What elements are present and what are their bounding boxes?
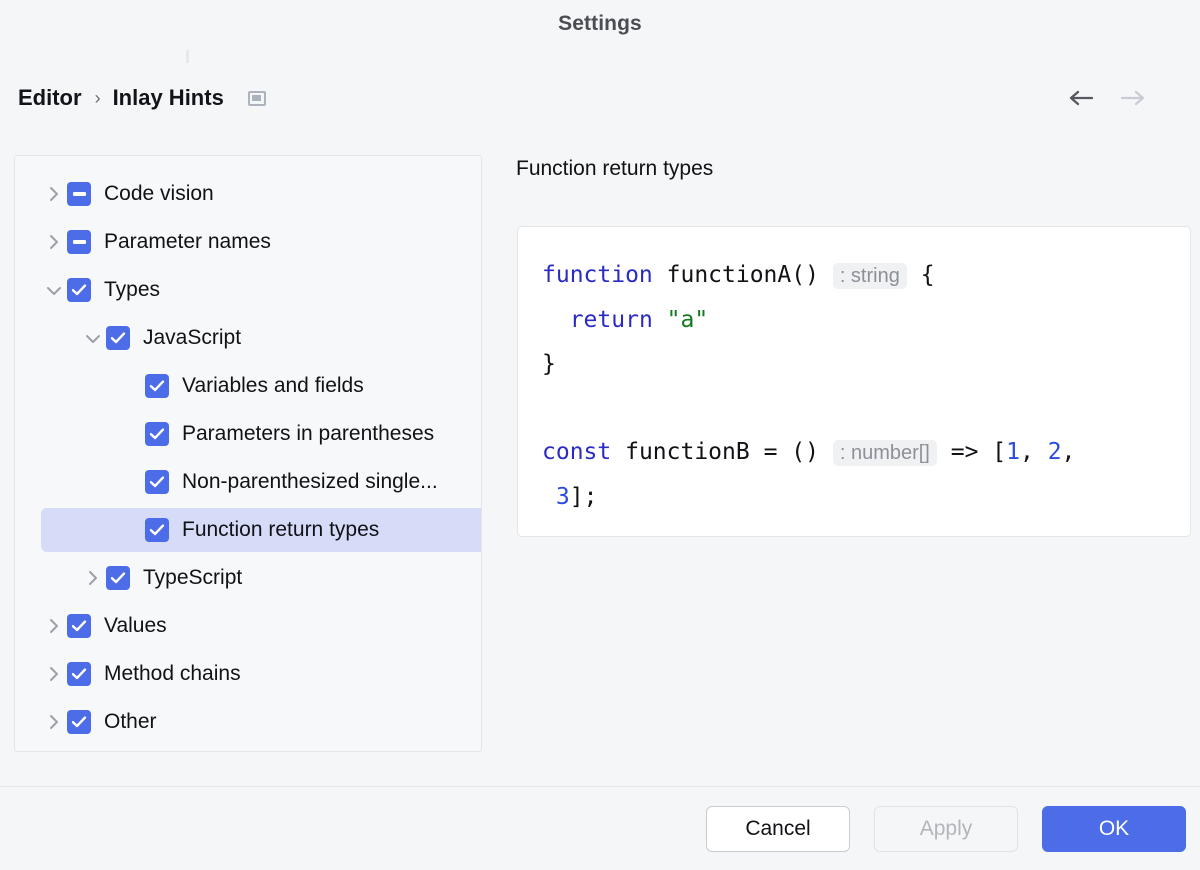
window-titlebar: Settings — [0, 0, 1200, 48]
chevron-right-icon[interactable] — [80, 565, 106, 591]
scroll-tick-mark — [186, 50, 189, 63]
tree-row-label: Other — [104, 710, 157, 733]
tree-row[interactable]: Code vision — [15, 170, 481, 218]
chevron-right-icon[interactable] — [41, 613, 67, 639]
checkbox-checked[interactable] — [145, 518, 169, 542]
tree-row[interactable]: Function return types — [15, 506, 481, 554]
window-title: Settings — [558, 12, 642, 35]
chevron-right-icon[interactable] — [41, 229, 67, 255]
inlay-hint-string: : string — [832, 263, 907, 289]
code-arrow: => [ — [936, 439, 1007, 465]
code-keyword-function: function — [542, 262, 653, 288]
breadcrumb-leaf: Inlay Hints — [112, 85, 224, 110]
chevron-right-icon[interactable] — [41, 709, 67, 735]
code-number-1: 1 — [1006, 439, 1020, 465]
tree-row[interactable]: Parameter names — [15, 218, 481, 266]
tree-row-label: Code vision — [104, 182, 214, 205]
tree-row[interactable]: Method chains — [15, 650, 481, 698]
apply-button[interactable]: Apply — [874, 805, 1018, 852]
detail-pane-title: Function return types — [516, 157, 714, 180]
tree-row[interactable]: Non-parenthesized single... — [15, 458, 481, 506]
chevron-placeholder — [119, 421, 145, 447]
code-number-2: 2 — [1047, 439, 1062, 465]
tree-row[interactable]: JavaScript — [15, 314, 481, 362]
tree-row[interactable]: Types — [15, 266, 481, 314]
dialog-footer: Cancel Apply OK — [0, 787, 1200, 870]
breadcrumb-header: Editor › Inlay Hints — [0, 72, 1200, 124]
chevron-placeholder — [119, 517, 145, 543]
tree-row-label: Method chains — [104, 662, 241, 685]
chevron-down-icon[interactable] — [80, 325, 106, 351]
code-string-a: "a" — [666, 307, 709, 333]
code-blank-line — [542, 386, 1166, 430]
footer-divider — [0, 786, 1200, 787]
code-ident-functionB: functionB = () — [611, 439, 819, 465]
checkbox-checked[interactable] — [67, 710, 91, 734]
tree-row-label: JavaScript — [143, 326, 242, 349]
tree-row-label: Parameters in parentheses — [182, 422, 435, 445]
tree-row[interactable]: Other — [15, 698, 481, 746]
panel-layout-icon[interactable] — [247, 90, 266, 106]
code-line1-tail: { — [906, 262, 935, 288]
checkbox-checked[interactable] — [67, 614, 91, 638]
tree-row[interactable]: TypeScript — [15, 554, 481, 602]
code-keyword-const: const — [542, 439, 612, 465]
chevron-right-icon[interactable] — [41, 181, 67, 207]
code-keyword-return: return — [569, 307, 653, 333]
code-ident-functionA: functionA() — [652, 262, 819, 288]
chevron-down-icon[interactable] — [41, 277, 67, 303]
checkbox-checked[interactable] — [67, 662, 91, 686]
tree-row-label: Non-parenthesized single... — [182, 470, 438, 493]
tree-row-label: TypeScript — [143, 566, 243, 589]
chevron-placeholder — [119, 469, 145, 495]
breadcrumb-root[interactable]: Editor — [18, 85, 82, 110]
tree-row[interactable]: Values — [15, 602, 481, 650]
inlay-hint-number-array: : number[] — [832, 440, 937, 466]
tree-row-label: Values — [104, 614, 167, 637]
checkbox-indeterminate[interactable] — [67, 182, 91, 206]
arrow-left-icon[interactable] — [1064, 81, 1098, 115]
tree-row-label: Function return types — [182, 518, 380, 541]
checkbox-checked[interactable] — [145, 470, 169, 494]
tree-row-label: Parameter names — [104, 230, 271, 253]
code-line3: } — [542, 351, 556, 377]
tree-row-label: Variables and fields — [182, 374, 364, 397]
checkbox-checked[interactable] — [106, 566, 130, 590]
chevron-placeholder — [119, 373, 145, 399]
breadcrumb: Editor › Inlay Hints — [18, 85, 266, 111]
checkbox-checked[interactable] — [145, 422, 169, 446]
checkbox-checked[interactable] — [67, 278, 91, 302]
code-sep-2: , — [1061, 439, 1076, 465]
checkbox-checked[interactable] — [106, 326, 130, 350]
ok-button[interactable]: OK — [1042, 805, 1186, 852]
code-line5-tail: ]; — [569, 484, 598, 510]
code-preview-panel: function functionA() : string { return "… — [517, 226, 1191, 537]
tree-row-label: Types — [104, 278, 161, 301]
checkbox-checked[interactable] — [145, 374, 169, 398]
code-number-3: 3 — [555, 484, 570, 510]
cancel-button[interactable]: Cancel — [706, 805, 850, 852]
code-sep-1: , — [1019, 439, 1048, 465]
tree-row[interactable]: Variables and fields — [15, 362, 481, 410]
checkbox-indeterminate[interactable] — [67, 230, 91, 254]
code-preview-text: function functionA() : string { return "… — [518, 227, 1190, 519]
chevron-right-icon[interactable] — [41, 661, 67, 687]
breadcrumb-separator-icon: › — [94, 87, 101, 108]
arrow-right-icon — [1116, 81, 1150, 115]
tree-row[interactable]: Parameters in parentheses — [15, 410, 481, 458]
nav-buttons — [1064, 81, 1150, 115]
